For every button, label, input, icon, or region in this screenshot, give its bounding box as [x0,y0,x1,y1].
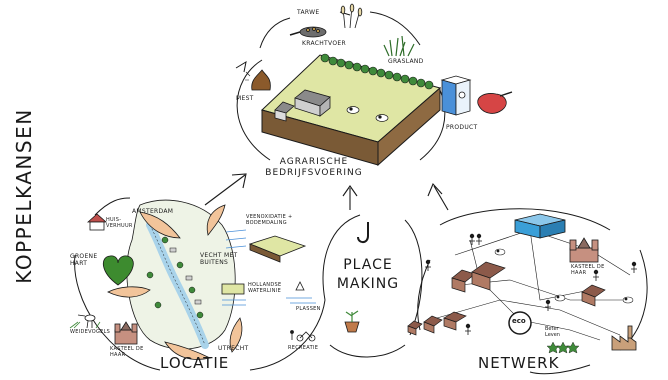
krachtvoer-pan-icon [289,26,327,38]
farm-center-label-line2: Bedrijfsvoering [265,168,363,178]
label-plassen: Plassen [296,306,321,312]
kasteel-left-icon [114,321,138,345]
label-weidevogels: Weidevogels [70,329,111,335]
meat-icon [477,91,513,114]
locatie-circle [74,197,326,371]
blue-building-icon [514,213,566,239]
label-waterlinie: Hollandse waterlinie [248,282,282,294]
placemaking-line2: Making [336,275,400,292]
placemaking-circle [322,214,423,358]
label-utrecht: Utrecht [218,345,249,352]
label-groene-hart: Groene hart [70,253,98,268]
mest-icon [245,69,271,91]
label-eco: eco [512,317,526,325]
label-kasteel-left: Kasteel de Haar [110,346,144,358]
beter-leven-stars-icon [546,341,580,354]
kasteel-right-icon [569,237,599,263]
label-tarwe: Tarwe [297,9,320,16]
veenoxidatie-icon [225,229,307,263]
netwerk-label: Netwerk [478,354,560,372]
label-huis-verhuur: Huis-verhuur [106,217,133,229]
label-veenoxidatie: Veenoxidatie + bodemdaling [246,214,293,226]
label-product: Product [446,124,478,131]
title-text: Koppelkansen [12,108,36,284]
recreatie-icon [290,330,316,342]
netwerk-barns [407,261,606,336]
placemaking-line1: Place [343,257,393,273]
hook-icon [357,222,369,244]
arrows-to-farm [204,173,449,211]
farm-land-block [261,53,442,167]
label-krachtvoer: Krachtvoer [302,40,346,47]
netwerk-cows [494,248,634,304]
page-title: Koppelkansen [4,96,44,296]
plassen-icon [286,281,316,304]
placemaking-label: Place Making [320,256,416,294]
groene-hart-icon [102,255,134,286]
milk-carton-icon [440,75,472,116]
label-beter-leven: Beter Leven [545,326,560,338]
grasland-icon [383,35,415,57]
waterlinie-icon [221,283,246,306]
label-vecht-met-buitens: Vecht met buitens [200,252,238,267]
huis-verhuur-icon [86,213,108,231]
eco-label-icon [508,311,532,335]
plant-pot-icon [344,310,360,333]
tarwe-wheat-icon [340,3,363,29]
locatie-map [107,199,243,360]
label-recreatie: Recreatie [288,345,319,351]
label-kasteel-right: Kasteel de Haar [571,264,605,276]
label-grasland: Grasland [388,58,424,65]
label-amsterdam: Amsterdam [132,208,174,215]
label-mest: Mest [236,95,254,102]
weidevogel-icon [69,314,101,329]
locatie-label: Locatie [160,354,230,372]
factory-icon [611,325,637,351]
farm-center-label-line1: Agrarische [279,157,349,167]
farm-center-label: Agrarische Bedrijfsvoering [254,158,374,178]
netwerk-people [425,233,637,335]
